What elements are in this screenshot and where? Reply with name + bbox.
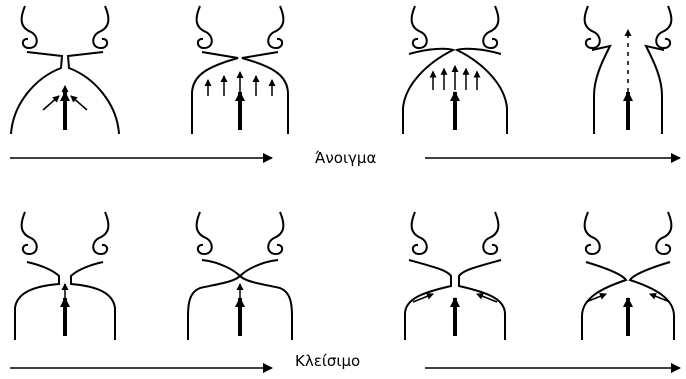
upper-tract-left (585, 6, 600, 48)
panel-opening-1-arrow-right (71, 96, 87, 110)
opening-label: Άνοιγμα (312, 149, 379, 167)
upper-tract-right (268, 212, 283, 254)
upper-tract-right (268, 6, 283, 48)
panel-closing-4-arrow-left (586, 294, 606, 302)
closing-label: Κλείσιμο (292, 352, 363, 370)
upper-tract-left (412, 212, 427, 254)
upper-tract-right (93, 212, 108, 254)
upper-tract-left (22, 212, 37, 254)
upper-tract-left (22, 6, 37, 48)
upper-tract-left (585, 212, 600, 254)
upper-tract-right (656, 212, 671, 254)
upper-tract-right (483, 6, 498, 48)
upper-tract-right (483, 212, 498, 254)
upper-tract-right (93, 6, 108, 48)
panel-closing-4-arrow-right (650, 294, 670, 302)
upper-tract-left (197, 6, 212, 48)
upper-tract-left (197, 212, 212, 254)
upper-tract-right (656, 6, 671, 48)
panel-opening-1-arrow-left (43, 96, 59, 110)
upper-tract-left (412, 6, 427, 48)
